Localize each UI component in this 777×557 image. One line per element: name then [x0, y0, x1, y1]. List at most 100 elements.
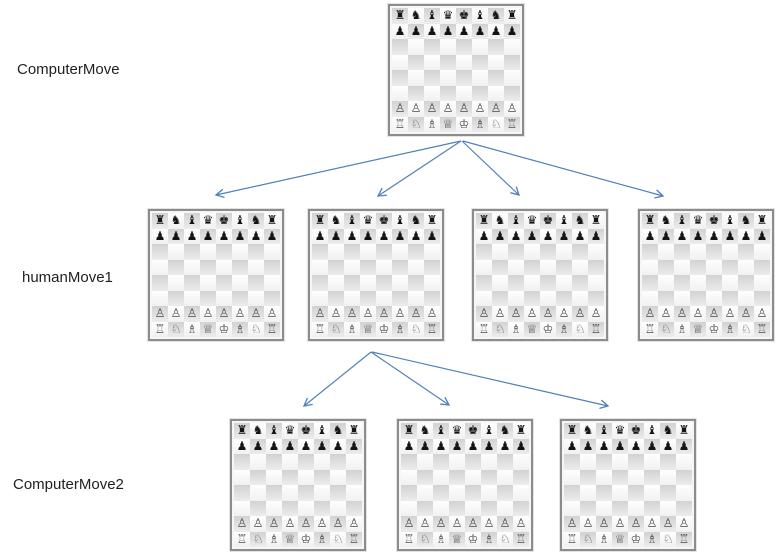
- chess-piece-bk: ♚: [628, 423, 644, 439]
- board-square: [152, 290, 168, 306]
- board-square: [346, 500, 362, 516]
- chess-piece-wp: ♙: [440, 101, 456, 117]
- chess-piece-bp: ♟: [690, 228, 706, 244]
- chess-piece-bb: ♝: [266, 423, 282, 439]
- board-square: [282, 500, 298, 516]
- label-computer-move: ComputerMove: [17, 61, 120, 78]
- board-square: [596, 469, 612, 485]
- chess-piece-wr: ♖: [588, 321, 604, 337]
- board-square: [642, 290, 658, 306]
- board-square: [738, 290, 754, 306]
- board-computer2-2: ♜♞♝♛♚♝♞♜♟♟♟♟♟♟♟♟♙♙♙♙♙♙♙♙♖♘♗♕♔♗♘♖: [397, 419, 533, 551]
- board-square: [488, 39, 504, 55]
- chess-piece-bb: ♝: [344, 213, 360, 229]
- chess-piece-wp: ♙: [392, 306, 408, 322]
- chess-piece-br: ♜: [676, 423, 692, 439]
- board-square: [706, 275, 722, 291]
- chess-piece-wp: ♙: [706, 306, 722, 322]
- board-square: [392, 85, 408, 101]
- board-square: [346, 485, 362, 501]
- board-square: [456, 39, 472, 55]
- board-square: [628, 485, 644, 501]
- chess-piece-wn: ♘: [738, 321, 754, 337]
- board-square: [401, 485, 417, 501]
- chess-piece-wp: ♙: [168, 306, 184, 322]
- chess-piece-wr: ♖: [264, 321, 280, 337]
- chess-piece-wb: ♗: [314, 531, 330, 547]
- board-square: [232, 275, 248, 291]
- board-square: [266, 500, 282, 516]
- chess-piece-bb: ♝: [508, 213, 524, 229]
- board-square: [408, 70, 424, 86]
- chess-piece-bp: ♟: [168, 228, 184, 244]
- chess-piece-bp: ♟: [492, 228, 508, 244]
- board-square: [248, 290, 264, 306]
- board-square: [376, 275, 392, 291]
- chess-piece-wp: ♙: [476, 306, 492, 322]
- chess-piece-wp: ♙: [424, 306, 440, 322]
- chess-piece-wp: ♙: [232, 306, 248, 322]
- chess-piece-bp: ♟: [417, 438, 433, 454]
- chess-piece-wp: ♙: [504, 101, 520, 117]
- chess-piece-wk: ♔: [706, 321, 722, 337]
- board-square: [580, 469, 596, 485]
- board-square: [408, 39, 424, 55]
- chess-piece-wp: ♙: [580, 516, 596, 532]
- board-square: [642, 259, 658, 275]
- chess-piece-wn: ♘: [408, 116, 424, 132]
- chess-piece-wp: ♙: [152, 306, 168, 322]
- board-square: [497, 500, 513, 516]
- board-square: [465, 469, 481, 485]
- board-square: [408, 275, 424, 291]
- chess-piece-wk: ♔: [540, 321, 556, 337]
- chess-piece-bp: ♟: [216, 228, 232, 244]
- board-square: [472, 85, 488, 101]
- chess-piece-bp: ♟: [612, 438, 628, 454]
- chess-piece-br: ♜: [588, 213, 604, 229]
- chess-piece-bp: ♟: [660, 438, 676, 454]
- chess-piece-wp: ♙: [524, 306, 540, 322]
- board-square: [628, 469, 644, 485]
- board-square: [346, 469, 362, 485]
- board-square: [481, 485, 497, 501]
- chess-piece-bn: ♞: [738, 213, 754, 229]
- chess-piece-wb: ♗: [674, 321, 690, 337]
- chess-piece-bp: ♟: [200, 228, 216, 244]
- chess-piece-bp: ♟: [449, 438, 465, 454]
- board-square: [282, 469, 298, 485]
- board-square: [424, 85, 440, 101]
- board-square: [312, 259, 328, 275]
- board-square: [508, 290, 524, 306]
- board-square: [266, 485, 282, 501]
- chess-piece-bn: ♞: [658, 213, 674, 229]
- board-square: [376, 244, 392, 260]
- board-square: [440, 39, 456, 55]
- board-square: [408, 54, 424, 70]
- board-square: [492, 244, 508, 260]
- chess-piece-wq: ♕: [360, 321, 376, 337]
- chess-piece-wp: ♙: [492, 306, 508, 322]
- board-square: [282, 454, 298, 470]
- chess-piece-wp: ♙: [456, 101, 472, 117]
- board-square: [722, 244, 738, 260]
- chess-piece-wp: ♙: [588, 306, 604, 322]
- chess-piece-bp: ♟: [408, 23, 424, 39]
- board-square: [312, 275, 328, 291]
- board-square: [513, 485, 529, 501]
- board-square: [232, 244, 248, 260]
- chess-piece-wq: ♕: [449, 531, 465, 547]
- board-square: [564, 485, 580, 501]
- board-square: [433, 485, 449, 501]
- board-square: [572, 244, 588, 260]
- chess-piece-bq: ♛: [360, 213, 376, 229]
- chess-piece-wp: ♙: [513, 516, 529, 532]
- chess-piece-wp: ♙: [644, 516, 660, 532]
- chess-piece-wp: ♙: [266, 516, 282, 532]
- chess-piece-bp: ♟: [392, 228, 408, 244]
- chess-piece-wp: ♙: [676, 516, 692, 532]
- board-computer2-1: ♜♞♝♛♚♝♞♜♟♟♟♟♟♟♟♟♙♙♙♙♙♙♙♙♖♘♗♕♔♗♘♖: [230, 419, 366, 551]
- board-square: [660, 469, 676, 485]
- board-square: [497, 454, 513, 470]
- arrow-root-to-human1-1: [214, 140, 462, 199]
- chess-piece-bk: ♚: [216, 213, 232, 229]
